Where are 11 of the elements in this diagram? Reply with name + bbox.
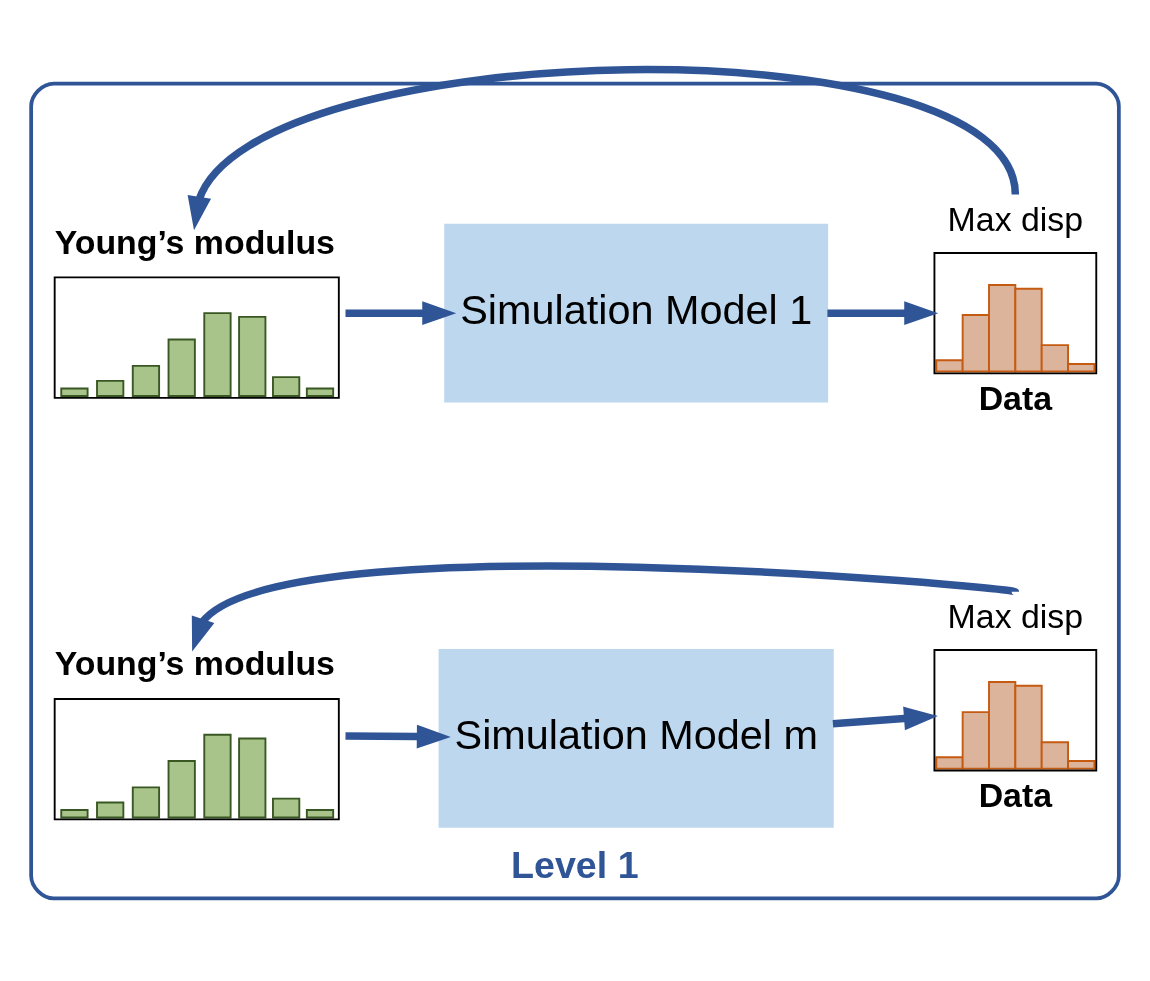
- node-label: Max disp: [947, 199, 1084, 238]
- node-label: Data: [978, 378, 1053, 417]
- node-label: Young’s modulus: [54, 222, 335, 261]
- node-box: Simulation Model m: [438, 648, 834, 828]
- node-label: Max disp: [947, 596, 1084, 635]
- arrow: [832, 706, 938, 730]
- arrow: [187, 65, 1019, 230]
- node-label: Young’s modulus: [54, 643, 335, 682]
- node-box: Simulation Model 1: [444, 223, 829, 403]
- node-label: Data: [978, 775, 1053, 814]
- arrow: [827, 300, 939, 325]
